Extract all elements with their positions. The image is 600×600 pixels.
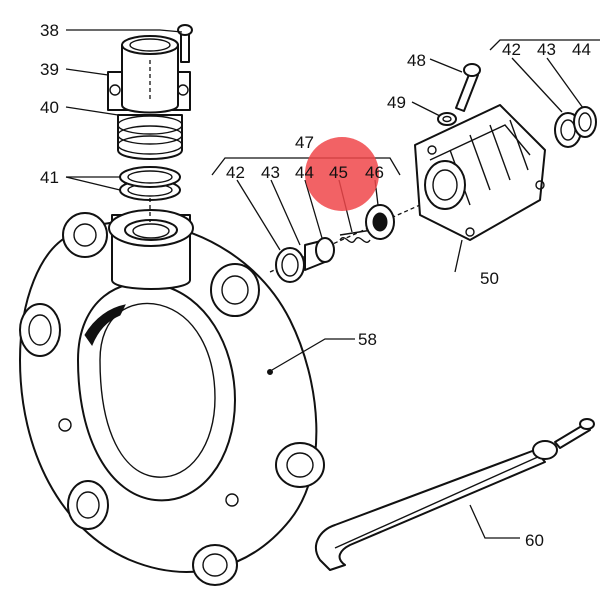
highlight-marker [305, 137, 379, 211]
callout-44-left: 44 [295, 163, 314, 182]
callout-43-right: 43 [537, 40, 556, 59]
callout-50: 50 [480, 269, 499, 288]
callout-45: 45 [329, 163, 348, 182]
callout-58: 58 [358, 330, 377, 349]
callout-41: 41 [40, 168, 59, 187]
leader-lines [65, 29, 600, 539]
callout-49: 49 [387, 93, 406, 112]
callout-47: 47 [295, 133, 314, 152]
manifold-block-50 [414, 104, 546, 241]
ring-housing-58 [19, 212, 325, 586]
washer-49 [437, 112, 457, 126]
callout-39: 39 [40, 60, 59, 79]
valve-parts-42-46 [269, 204, 421, 283]
callout-42-left: 42 [226, 163, 245, 182]
screw-38 [177, 24, 193, 63]
inlet-boss [108, 209, 194, 290]
callout-48: 48 [407, 51, 426, 70]
callout-38: 38 [40, 21, 59, 40]
callout-42-right: 42 [502, 40, 521, 59]
flange-adapter-39 [107, 35, 191, 114]
screw-48 [455, 63, 481, 112]
callout-46: 46 [365, 163, 384, 182]
fitting-40 [117, 114, 183, 160]
callout-40: 40 [40, 98, 59, 117]
callout-44-right: 44 [572, 40, 591, 59]
seal-rings-41 [119, 166, 181, 201]
callout-60: 60 [525, 531, 544, 550]
seals-right-42-44 [554, 106, 597, 148]
bracket-60 [315, 418, 595, 571]
callout-43-left: 43 [261, 163, 280, 182]
